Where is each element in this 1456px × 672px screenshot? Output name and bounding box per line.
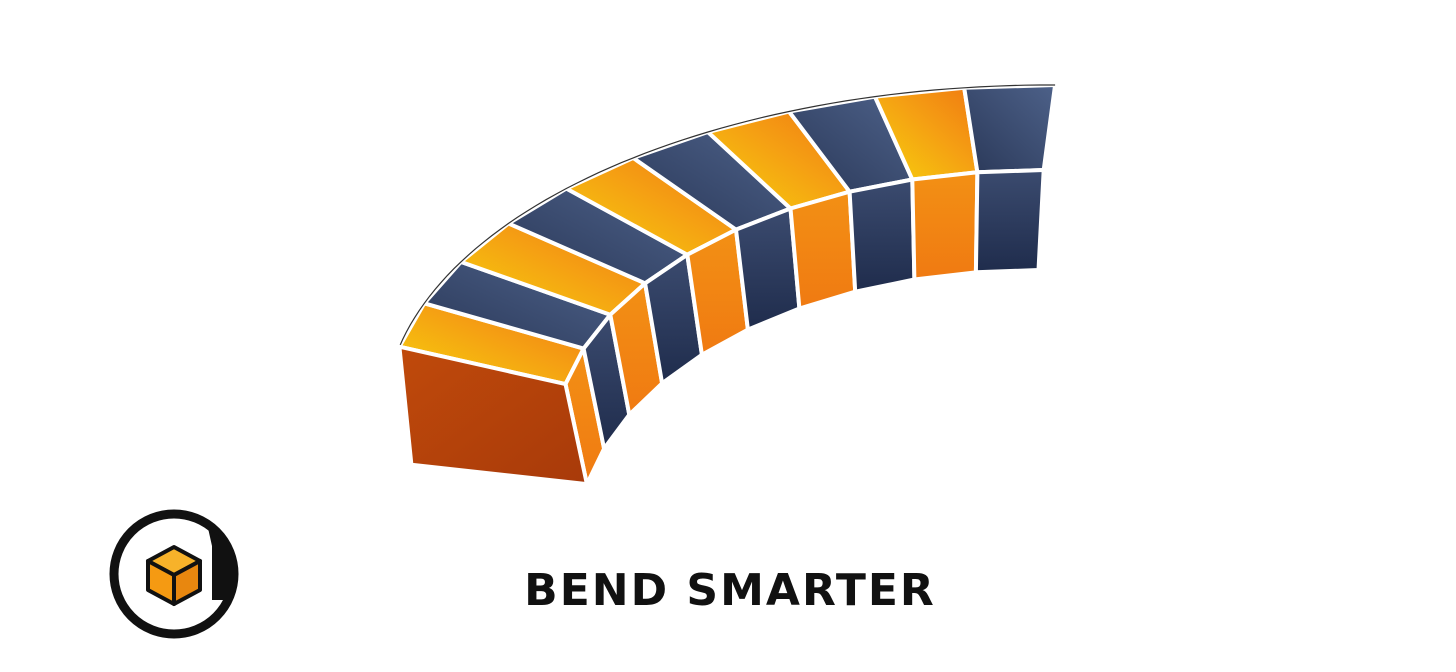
beam-top-segment — [962, 83, 1058, 175]
headline: BEND SMARTER — [524, 565, 936, 616]
beam-end-face — [397, 344, 589, 487]
beam-side-segment — [847, 177, 917, 294]
beam-outer-rim — [398, 84, 1056, 347]
beam-side-segment — [788, 189, 858, 311]
cube-in-circle-logo-icon — [109, 509, 239, 639]
beam-side-segment — [910, 170, 980, 282]
beam-top-faces — [397, 83, 1058, 387]
beam-side-faces — [563, 168, 1046, 487]
brand-logo — [104, 504, 244, 644]
beam-side-segment — [734, 206, 802, 332]
beam-side-segment — [973, 168, 1046, 275]
